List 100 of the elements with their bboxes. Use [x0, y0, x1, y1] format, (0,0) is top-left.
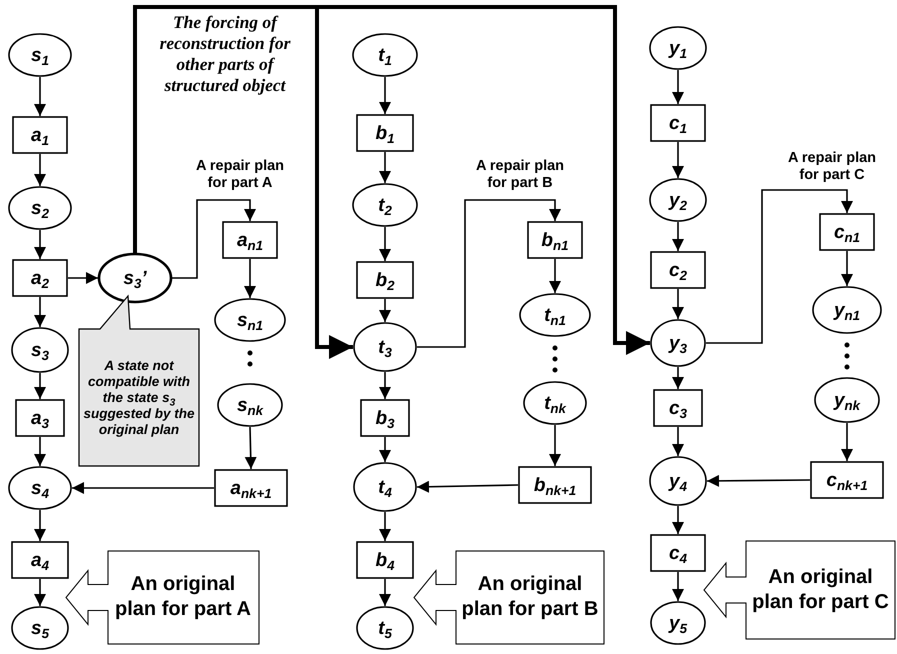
state-ellipse: [814, 377, 880, 423]
state-ellipse: [8, 466, 72, 510]
node-label: t$_{5}$: [378, 618, 392, 638]
node-label: t$_{4}$: [378, 478, 392, 496]
node-label: a$_{3}$: [31, 408, 49, 428]
state-ellipse: [98, 253, 172, 303]
state-ellipse: [352, 33, 418, 77]
state-ellipse: [217, 383, 283, 427]
action-box: [653, 389, 703, 427]
state-ellipse: [352, 183, 418, 227]
arrow: [672, 572, 684, 601]
arrow: [68, 272, 98, 284]
state-ellipse: [353, 322, 417, 372]
arrow: [707, 474, 810, 487]
action-box: [356, 261, 414, 299]
arrow: [672, 506, 684, 534]
arrow: [672, 222, 684, 251]
state-ellipse: [649, 178, 707, 222]
arrow: [133, 5, 650, 355]
node-label: a$_{2}$: [31, 268, 49, 288]
node-label: s$_{4}$: [31, 478, 49, 498]
action-box: [819, 213, 875, 251]
node-label: b$_{nk+1}$: [534, 476, 576, 494]
node-label: c$_{4}$: [669, 544, 687, 562]
node-label: a$_{nk+1}$: [230, 478, 272, 498]
arrow: [34, 373, 46, 399]
action-box: [650, 534, 706, 572]
state-ellipse: [353, 462, 417, 512]
arrow: [841, 251, 853, 286]
action-box: [11, 541, 69, 579]
node-label: s$_{2}$: [31, 198, 49, 218]
node-label: a$_{4}$: [31, 550, 49, 570]
node-label: y$_{n1}$: [834, 300, 860, 320]
state-ellipse: [649, 26, 707, 70]
arrow: [841, 423, 853, 461]
note-text: An original plan for part B: [460, 572, 600, 622]
callout-box: [78, 295, 200, 467]
node-label: t$_{nk}$: [544, 394, 566, 412]
node-label: t$_{3}$: [378, 338, 392, 356]
state-ellipse: [519, 293, 591, 337]
arrow: [379, 77, 391, 114]
arrow: [672, 427, 684, 456]
action-box: [356, 114, 414, 152]
action-box: [650, 251, 706, 289]
arrow: [244, 426, 257, 470]
action-box: [214, 469, 288, 507]
node-label: c$_{1}$: [669, 114, 687, 132]
action-box: [15, 399, 65, 437]
arrow: [34, 579, 46, 606]
block-arrow-callout: [64, 550, 260, 644]
state-ellipse: [11, 606, 69, 650]
arrow: [244, 259, 256, 298]
arrow: [379, 512, 391, 541]
block-arrow-callout: [413, 550, 605, 644]
arrow: [379, 372, 391, 399]
arrow: [34, 510, 46, 541]
action-box: [222, 221, 278, 259]
action-box: [810, 461, 884, 499]
node-label: b$_{2}$: [375, 270, 394, 290]
node-label: b$_{1}$: [375, 124, 394, 142]
arrow: [672, 142, 684, 178]
arrow: [34, 437, 46, 466]
arrow: [672, 367, 684, 389]
state-ellipse: [650, 601, 706, 645]
arrow: [34, 230, 46, 259]
action-box: [12, 259, 68, 297]
node-label: s$_{3}$: [31, 340, 49, 360]
node-label: s$_{3}$’: [123, 268, 147, 288]
node-label: t$_{2}$: [378, 196, 392, 214]
node-label: y$_{nk}$: [834, 390, 860, 410]
dotted-connector: [844, 342, 850, 372]
arrow: [72, 482, 214, 494]
node-label: b$_{3}$: [375, 408, 394, 428]
arrow: [549, 259, 561, 293]
dotted-connector: [552, 346, 558, 376]
node-label: y$_{2}$: [669, 190, 687, 210]
node-label: y$_{1}$: [669, 38, 687, 58]
note-text: An original plan for part C: [751, 565, 890, 615]
state-ellipse: [649, 456, 707, 506]
callout-text: A state not compatible with the state s$_{3}$ suggested by the original plan: [82, 358, 196, 438]
state-ellipse: [650, 319, 706, 367]
action-box: [518, 466, 592, 504]
node-label: t$_{1}$: [378, 46, 392, 64]
node-label: y$_{3}$: [669, 334, 687, 352]
action-box: [650, 104, 706, 142]
arrow: [416, 480, 518, 493]
arrow: [34, 77, 46, 116]
arrow: [172, 199, 256, 279]
arrow: [34, 297, 46, 327]
node-label: c$_{3}$: [669, 398, 687, 418]
arrow: [549, 425, 561, 466]
node-label: s$_{nk}$: [236, 396, 264, 414]
arrow: [672, 70, 684, 104]
arrow: [672, 289, 684, 319]
node-label: c$_{n1}$: [834, 222, 860, 242]
node-label: s$_{1}$: [31, 46, 49, 64]
node-label: c$_{nk+1}$: [826, 470, 868, 490]
arrow: [379, 437, 391, 462]
arrow: [34, 154, 46, 186]
node-label: s$_{n1}$: [236, 310, 264, 330]
